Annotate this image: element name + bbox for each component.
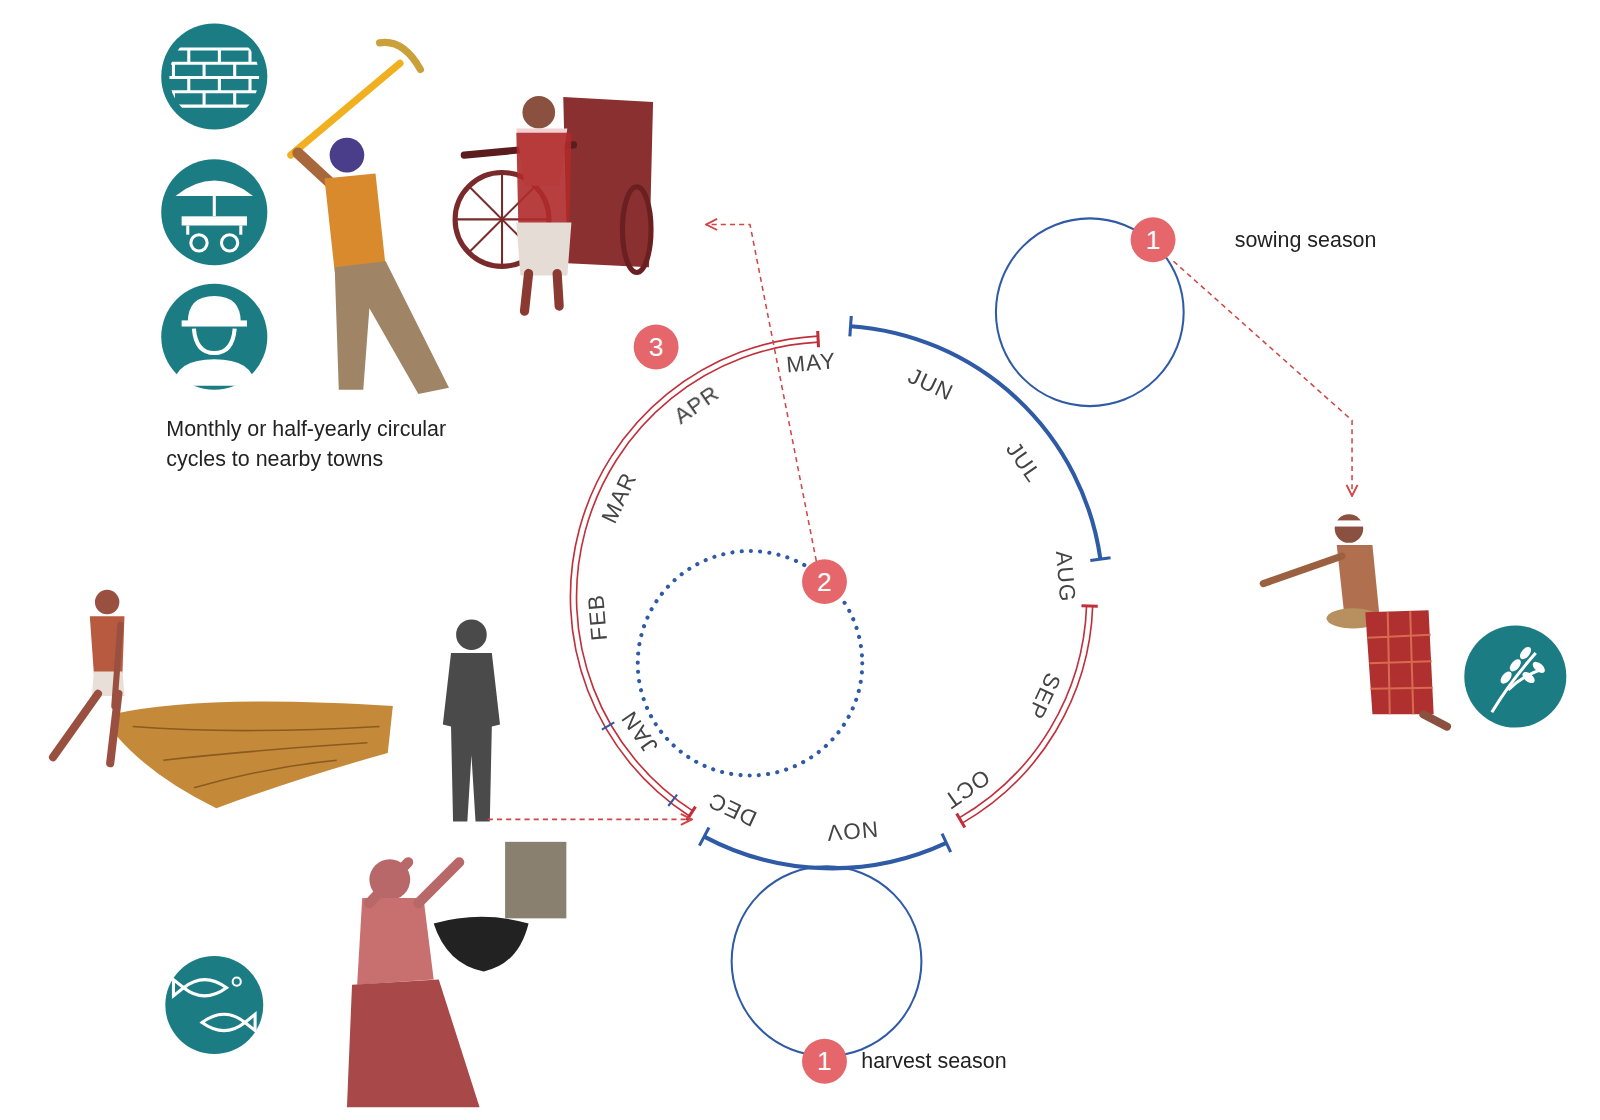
rickshaw-puller (455, 96, 653, 311)
person-silhouette (443, 619, 500, 821)
sowing-cycle (996, 218, 1184, 406)
arc-tick (850, 316, 851, 336)
season-arc (851, 326, 1101, 559)
month-label: APR (670, 381, 723, 428)
arc-tick (668, 795, 677, 806)
leader-arrow (1173, 261, 1352, 496)
worker-icon (161, 284, 267, 390)
dotted-cycle (638, 551, 862, 775)
callout-circle: 2 (802, 559, 847, 604)
rice-icon (1464, 626, 1566, 728)
arc-tick (1081, 604, 1097, 608)
month-label: JAN (617, 706, 661, 756)
leader-arrow (488, 819, 692, 821)
season-label: harvest season (861, 1049, 1006, 1073)
month-label: DEC (705, 789, 760, 831)
month-label: JUL (1002, 438, 1045, 486)
cart-icon (161, 159, 267, 265)
arc-tick (602, 722, 614, 729)
month-label: JUN (905, 364, 957, 404)
arc-tick (687, 807, 696, 821)
calendar-arcs (570, 316, 1110, 868)
arc-tick (957, 813, 965, 827)
season-arc (704, 837, 946, 869)
woman-with-pot (347, 842, 566, 1107)
season-label: sowing season (1235, 228, 1377, 252)
leader-arrow (706, 224, 816, 561)
month-label: MAR (598, 469, 641, 526)
arc-tick (1090, 558, 1110, 561)
fish-icon (165, 956, 263, 1054)
arc-tick (699, 828, 709, 846)
callout-number: 1 (817, 1048, 832, 1075)
arc-tick (816, 331, 820, 347)
harvest-cycle (732, 866, 922, 1056)
callout-circle: 3 (634, 324, 679, 369)
brick-icon (161, 23, 267, 129)
sower (1263, 514, 1447, 726)
fisherman (53, 590, 393, 808)
note-text: Monthly or half-yearly circular cycles t… (166, 413, 503, 474)
month-label: MAY (785, 350, 837, 377)
callout-number: 2 (817, 568, 832, 595)
arc-tick (942, 834, 951, 852)
month-label: FEB (585, 593, 611, 642)
callout-number: 3 (649, 334, 664, 361)
month-label: AUG (1052, 550, 1079, 603)
callout-number: 1 (1146, 227, 1161, 254)
month-label: OCT (939, 766, 993, 813)
callout-circle: 1harvest season (802, 1039, 847, 1084)
pickaxe-worker (291, 42, 449, 394)
month-label: NOV (825, 817, 878, 844)
callout-circle: 1sowing season (1131, 217, 1176, 262)
season-arc (570, 336, 818, 816)
